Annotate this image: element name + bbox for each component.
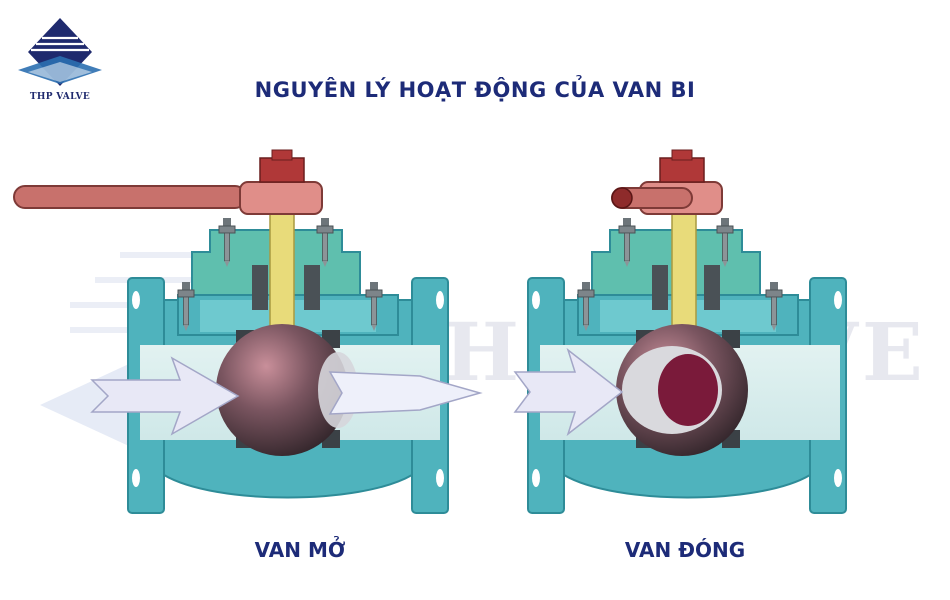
caption-valve-closed: VAN ĐÓNG xyxy=(624,538,746,562)
flow-arrow-out xyxy=(328,371,483,415)
logo-diamond-icon xyxy=(18,18,102,86)
handle-head xyxy=(239,181,323,215)
lever-handle xyxy=(13,185,247,209)
caption-valve-open: VAN MỞ xyxy=(254,538,346,562)
page-title: NGUYÊN LÝ HOẠT ĐỘNG CỦA VAN BI xyxy=(254,78,696,102)
valve-stem xyxy=(269,204,295,346)
valve-open xyxy=(13,149,483,514)
valve-ball xyxy=(216,324,348,456)
logo-text: THP VALVE xyxy=(29,92,91,102)
flow-arrow-in xyxy=(513,347,624,437)
valve-closed xyxy=(513,149,847,514)
flow-arrow-in xyxy=(90,356,240,436)
valve-stem xyxy=(671,204,697,346)
brand-logo: THP VALVE xyxy=(14,14,106,104)
ball-port-closed xyxy=(658,354,718,426)
